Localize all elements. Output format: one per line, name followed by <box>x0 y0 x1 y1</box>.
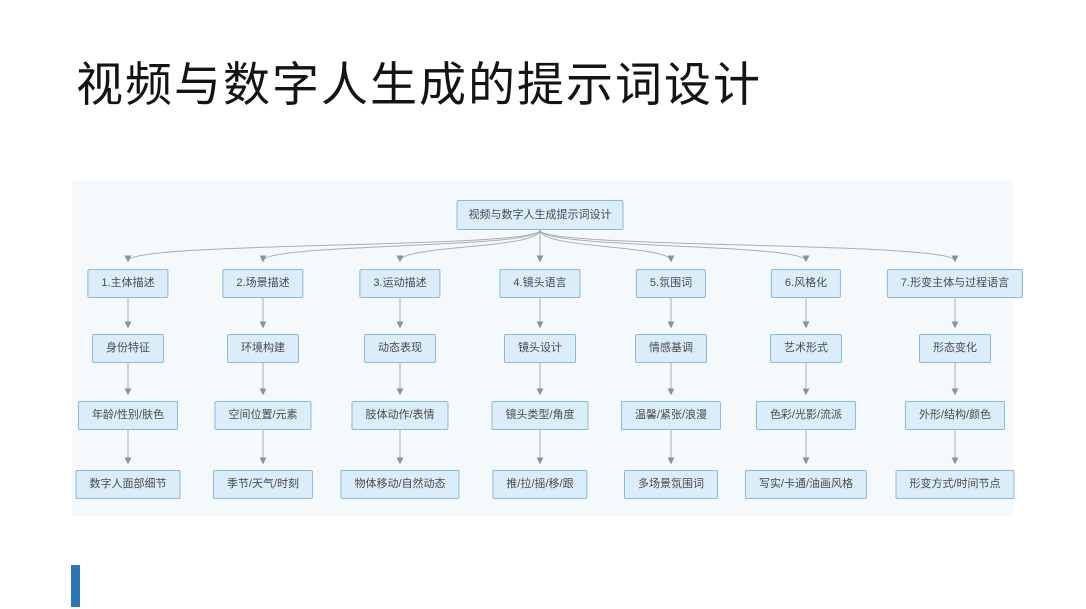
diagram-node: 镜头设计 <box>504 334 576 363</box>
diagram-node: 外形/结构/颜色 <box>904 401 1006 430</box>
diagram-node: 多场景氛围词 <box>624 470 718 499</box>
diagram-node: 物体移动/自然动态 <box>340 470 460 499</box>
diagram-node: 年龄/性别/肤色 <box>77 401 179 430</box>
diagram-node: 镜头类型/角度 <box>491 401 589 430</box>
diagram-node: 推/拉/摇/移/跟 <box>492 470 588 499</box>
diagram-node: 动态表现 <box>364 334 436 363</box>
diagram-node: 情感基调 <box>635 334 707 363</box>
diagram-node-root: 视频与数字人生成提示词设计 <box>456 200 624 230</box>
diagram-node: 艺术形式 <box>770 334 842 363</box>
diagram-node: 温馨/紧张/浪漫 <box>620 401 722 430</box>
diagram-node-col4-header: 4.镜头语言 <box>499 269 581 298</box>
diagram-node: 数字人面部细节 <box>75 470 181 499</box>
diagram-node: 环境构建 <box>227 334 299 363</box>
diagram-node: 形变方式/时间节点 <box>895 470 1015 499</box>
footer-accent-bar <box>71 565 80 607</box>
page-title: 视频与数字人生成的提示词设计 <box>76 58 762 111</box>
diagram-node: 肢体动作/表情 <box>351 401 449 430</box>
diagram-node: 身份特征 <box>92 334 164 363</box>
diagram-node-col2-header: 2.场景描述 <box>222 269 304 298</box>
diagram-node-col5-header: 5.氛围词 <box>635 269 707 298</box>
connector-lines <box>124 229 959 465</box>
diagram-node: 色彩/光影/流派 <box>755 401 857 430</box>
diagram-node: 写实/卡通/油画风格 <box>744 470 868 499</box>
diagram-node: 形态变化 <box>919 334 991 363</box>
diagram-node: 空间位置/元素 <box>214 401 312 430</box>
diagram-node: 季节/天气/时刻 <box>212 470 314 499</box>
diagram-node-col6-header: 6.风格化 <box>770 269 842 298</box>
diagram-node-col3-header: 3.运动描述 <box>359 269 441 298</box>
flowchart-panel: 视频与数字人生成提示词设计 1.主体描述 身份特征 年龄/性别/肤色 数字人面部… <box>72 181 1024 516</box>
diagram-node-col7-header: 7.形变主体与过程语言 <box>886 269 1024 298</box>
diagram-node-col1-header: 1.主体描述 <box>87 269 169 298</box>
